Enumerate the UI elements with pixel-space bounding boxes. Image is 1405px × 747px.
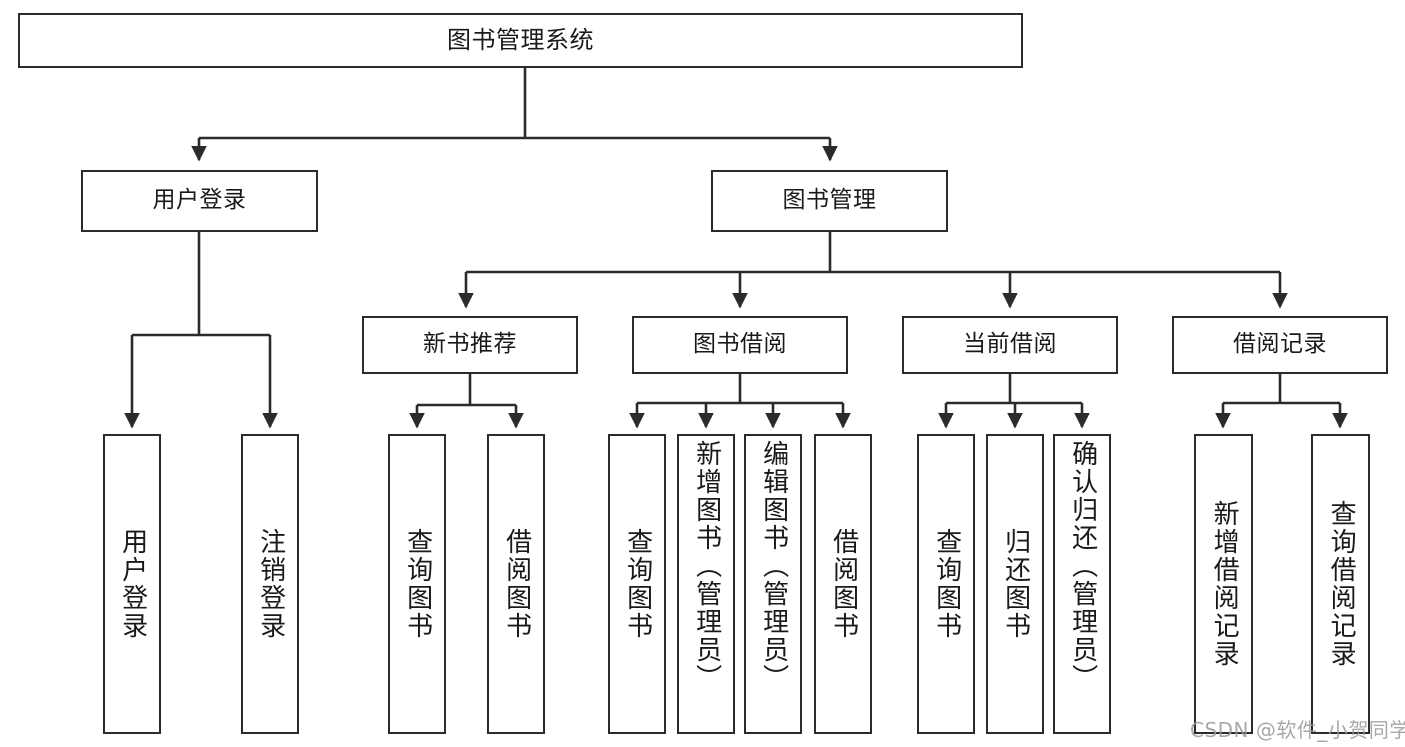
node-borrowing-record[interactable]: 借阅记录 — [1172, 316, 1388, 374]
leaf-current-borrow-query-book[interactable]: 查询图书 — [917, 434, 975, 734]
node-label: 新增借阅记录 — [1209, 500, 1240, 668]
csdn-watermark: CSDN @软件_小贺同学 — [1190, 718, 1405, 742]
leaf-borrow-record-add-record[interactable]: 新增借阅记录 — [1194, 434, 1253, 734]
node-label: 归还图书 — [1000, 528, 1031, 640]
node-new-book-recommendation[interactable]: 新书推荐 — [362, 316, 578, 374]
node-label: 查询借阅记录 — [1326, 500, 1357, 668]
leaf-new-book-borrow-book[interactable]: 借阅图书 — [487, 434, 545, 734]
node-label: 注销登录 — [255, 528, 286, 640]
leaf-new-book-query-book[interactable]: 查询图书 — [388, 434, 446, 734]
node-root-book-management-system[interactable]: 图书管理系统 — [18, 13, 1023, 68]
node-label: 借阅图书 — [501, 528, 532, 640]
node-label: 查询图书 — [402, 528, 433, 640]
leaf-book-borrow-edit-book-admin[interactable]: 编辑图书（管理员） — [744, 434, 802, 734]
node-label: 新书推荐 — [423, 331, 517, 358]
node-label: 编辑图书（管理员） — [758, 440, 789, 692]
node-label: 用户登录 — [152, 187, 247, 214]
node-label: 借阅记录 — [1233, 331, 1327, 358]
node-label: 当前借阅 — [963, 331, 1057, 358]
leaf-book-borrow-add-book-admin[interactable]: 新增图书（管理员） — [677, 434, 735, 734]
node-label: 借阅图书 — [828, 528, 859, 640]
node-label: 查询图书 — [622, 528, 653, 640]
node-user-login[interactable]: 用户登录 — [81, 170, 318, 232]
node-book-management[interactable]: 图书管理 — [711, 170, 948, 232]
leaf-current-borrow-return-book[interactable]: 归还图书 — [986, 434, 1044, 734]
leaf-borrow-record-query-record[interactable]: 查询借阅记录 — [1311, 434, 1370, 734]
leaf-book-borrow-borrow-book[interactable]: 借阅图书 — [814, 434, 872, 734]
node-label: 图书借阅 — [693, 331, 787, 358]
leaf-user-login-login[interactable]: 用户登录 — [103, 434, 161, 734]
node-label: 查询图书 — [931, 528, 962, 640]
node-label: 新增图书（管理员） — [691, 440, 722, 692]
leaf-book-borrow-query-book[interactable]: 查询图书 — [608, 434, 666, 734]
node-current-borrowing[interactable]: 当前借阅 — [902, 316, 1118, 374]
leaf-current-borrow-confirm-return-admin[interactable]: 确认归还（管理员） — [1053, 434, 1111, 734]
node-label: 图书管理 — [782, 187, 877, 214]
leaf-user-login-logout[interactable]: 注销登录 — [241, 434, 299, 734]
node-label: 用户登录 — [117, 528, 148, 640]
node-label: 图书管理系统 — [447, 26, 594, 55]
node-book-borrowing[interactable]: 图书借阅 — [632, 316, 848, 374]
node-label: 确认归还（管理员） — [1067, 440, 1098, 692]
